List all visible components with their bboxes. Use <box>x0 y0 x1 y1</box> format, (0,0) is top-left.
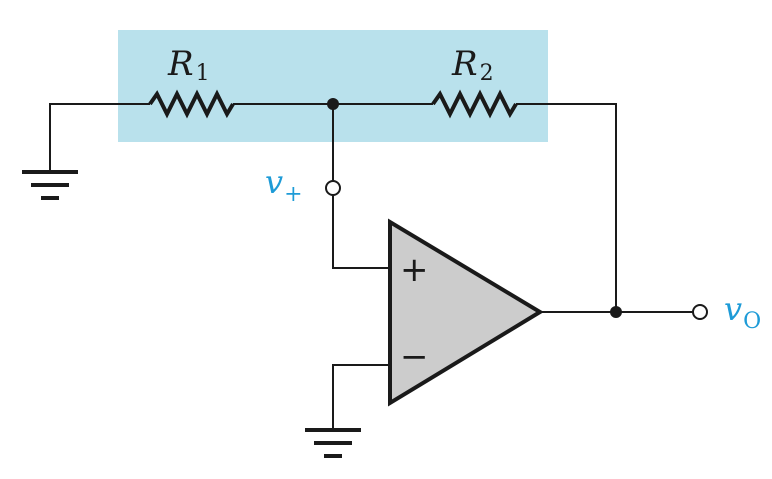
label-r1-letter: R <box>167 44 194 84</box>
wire-left-ground <box>49 103 150 171</box>
wire-minus-ground <box>332 364 390 429</box>
label-r2-letter: R <box>451 44 478 84</box>
label-vout-letter: v <box>724 290 742 328</box>
resistor-r2 <box>431 89 518 119</box>
ground-symbol-opamp <box>305 428 361 458</box>
wire-feedback-output <box>516 103 617 312</box>
opamp-plus-sign: + <box>400 250 429 290</box>
label-vplus-letter: v <box>265 163 283 201</box>
label-r1-subscript: 1 <box>196 61 210 86</box>
label-vplus-subscript: + <box>284 182 302 207</box>
label-vout-subscript: O <box>743 309 761 334</box>
label-vplus: v+ <box>265 163 303 207</box>
opamp-triangle <box>388 218 544 407</box>
label-r1: R1 <box>167 44 210 86</box>
opamp-minus-sign: − <box>400 337 429 377</box>
wire-vplus-input <box>332 195 390 269</box>
ground-symbol-left <box>22 170 78 200</box>
label-r2: R2 <box>451 44 494 86</box>
vplus-terminal <box>325 180 341 196</box>
resistor-r1 <box>148 89 235 119</box>
junction-dot-output <box>610 306 622 318</box>
label-r2-subscript: 2 <box>480 61 494 86</box>
vout-terminal <box>692 304 708 320</box>
label-vout: vO <box>724 290 761 334</box>
